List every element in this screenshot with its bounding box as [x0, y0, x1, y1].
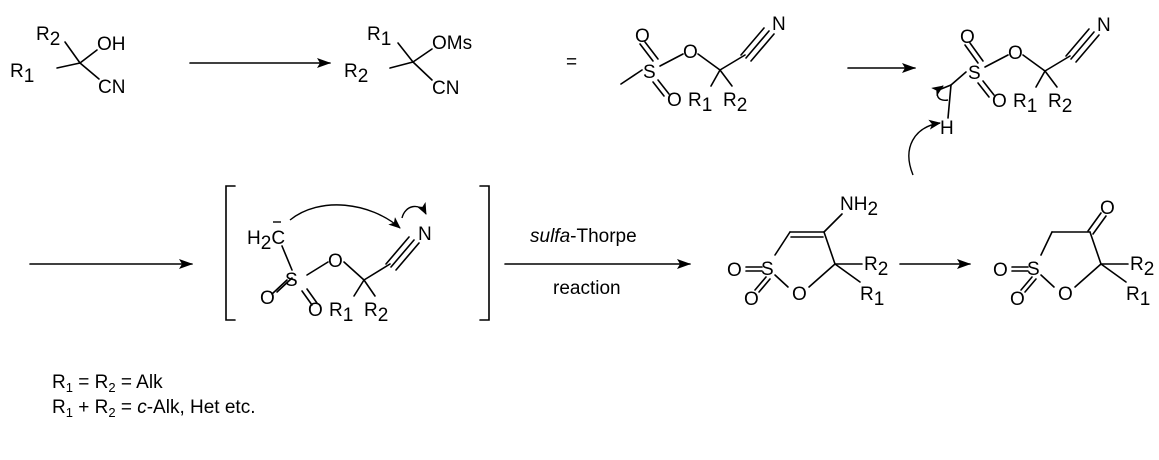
- svg-text:O: O: [667, 90, 682, 111]
- svg-text:O: O: [993, 260, 1008, 281]
- bracket-left: [225, 185, 236, 321]
- svg-text:O: O: [992, 91, 1007, 112]
- structure-mesylate-skeletal: O S O O N R1 R2: [620, 14, 786, 116]
- svg-text:R2: R2: [36, 24, 60, 50]
- arrow-label-line2: reaction: [553, 278, 621, 299]
- svg-text:R1: R1: [329, 300, 353, 326]
- svg-text:O: O: [635, 26, 650, 47]
- structure-mesylate: R1 OMs R2 CN: [344, 24, 472, 99]
- bracket-right: [479, 185, 490, 321]
- svg-text:S: S: [1027, 259, 1040, 280]
- equals-sign: =: [566, 52, 577, 73]
- svg-text:CN: CN: [432, 78, 459, 99]
- svg-text:O: O: [960, 27, 975, 48]
- svg-text:R1: R1: [1126, 284, 1150, 310]
- svg-text:H2C: H2C: [247, 228, 285, 254]
- svg-text:S: S: [285, 270, 298, 291]
- svg-text:R1: R1: [10, 61, 34, 87]
- svg-text:R2: R2: [723, 90, 747, 116]
- svg-text:OH: OH: [97, 34, 126, 55]
- svg-text:S: S: [643, 62, 656, 83]
- substituent-legend-line-2: R1 + R2 = c-Alk, Het etc.: [52, 397, 256, 420]
- svg-text:OMs: OMs: [432, 33, 472, 54]
- svg-text:R2: R2: [864, 254, 888, 280]
- svg-text:NH2: NH2: [840, 194, 878, 220]
- svg-text:R1: R1: [1013, 91, 1037, 117]
- svg-text:R1: R1: [688, 90, 712, 116]
- svg-text:R2: R2: [364, 300, 388, 326]
- structure-cyanohydrin: R2 OH R1 CN: [10, 24, 126, 98]
- svg-text:O: O: [683, 42, 698, 63]
- svg-text:R2: R2: [344, 61, 368, 87]
- arrow-label-line1: sulfa-Thorpe: [530, 226, 637, 247]
- svg-text:H: H: [940, 118, 954, 139]
- svg-text:CN: CN: [98, 77, 125, 98]
- svg-text:O: O: [792, 284, 807, 305]
- substituent-legend-line-1: R1 = R2 = Alk: [52, 372, 163, 395]
- svg-text:N: N: [418, 224, 432, 245]
- svg-text:N: N: [1097, 15, 1111, 36]
- svg-text:R1: R1: [860, 284, 884, 310]
- svg-text:O: O: [1008, 43, 1023, 64]
- svg-text:R2: R2: [1048, 91, 1072, 117]
- svg-text:O: O: [727, 260, 742, 281]
- structure-deprotonation: O S O O N H R1 R2: [908, 15, 1111, 176]
- structure-amino-sultone: NH2 S O O O R2 R1: [727, 194, 888, 310]
- svg-text:O: O: [744, 289, 759, 310]
- svg-text:O: O: [328, 251, 343, 272]
- svg-text:S: S: [968, 63, 981, 84]
- structure-carbanion-intermediate: H2C S O O O N R1 R2: [247, 201, 432, 326]
- svg-text:O: O: [308, 300, 323, 321]
- svg-text:O: O: [260, 288, 275, 309]
- svg-text:N: N: [772, 14, 786, 35]
- svg-text:R2: R2: [1130, 254, 1154, 280]
- svg-text:R1: R1: [367, 24, 391, 50]
- svg-text:O: O: [1100, 198, 1115, 219]
- svg-text:O: O: [1058, 284, 1073, 305]
- svg-text:S: S: [761, 259, 774, 280]
- structure-keto-sultone: O S O O O R2 R1: [993, 198, 1154, 310]
- svg-text:O: O: [1010, 289, 1025, 310]
